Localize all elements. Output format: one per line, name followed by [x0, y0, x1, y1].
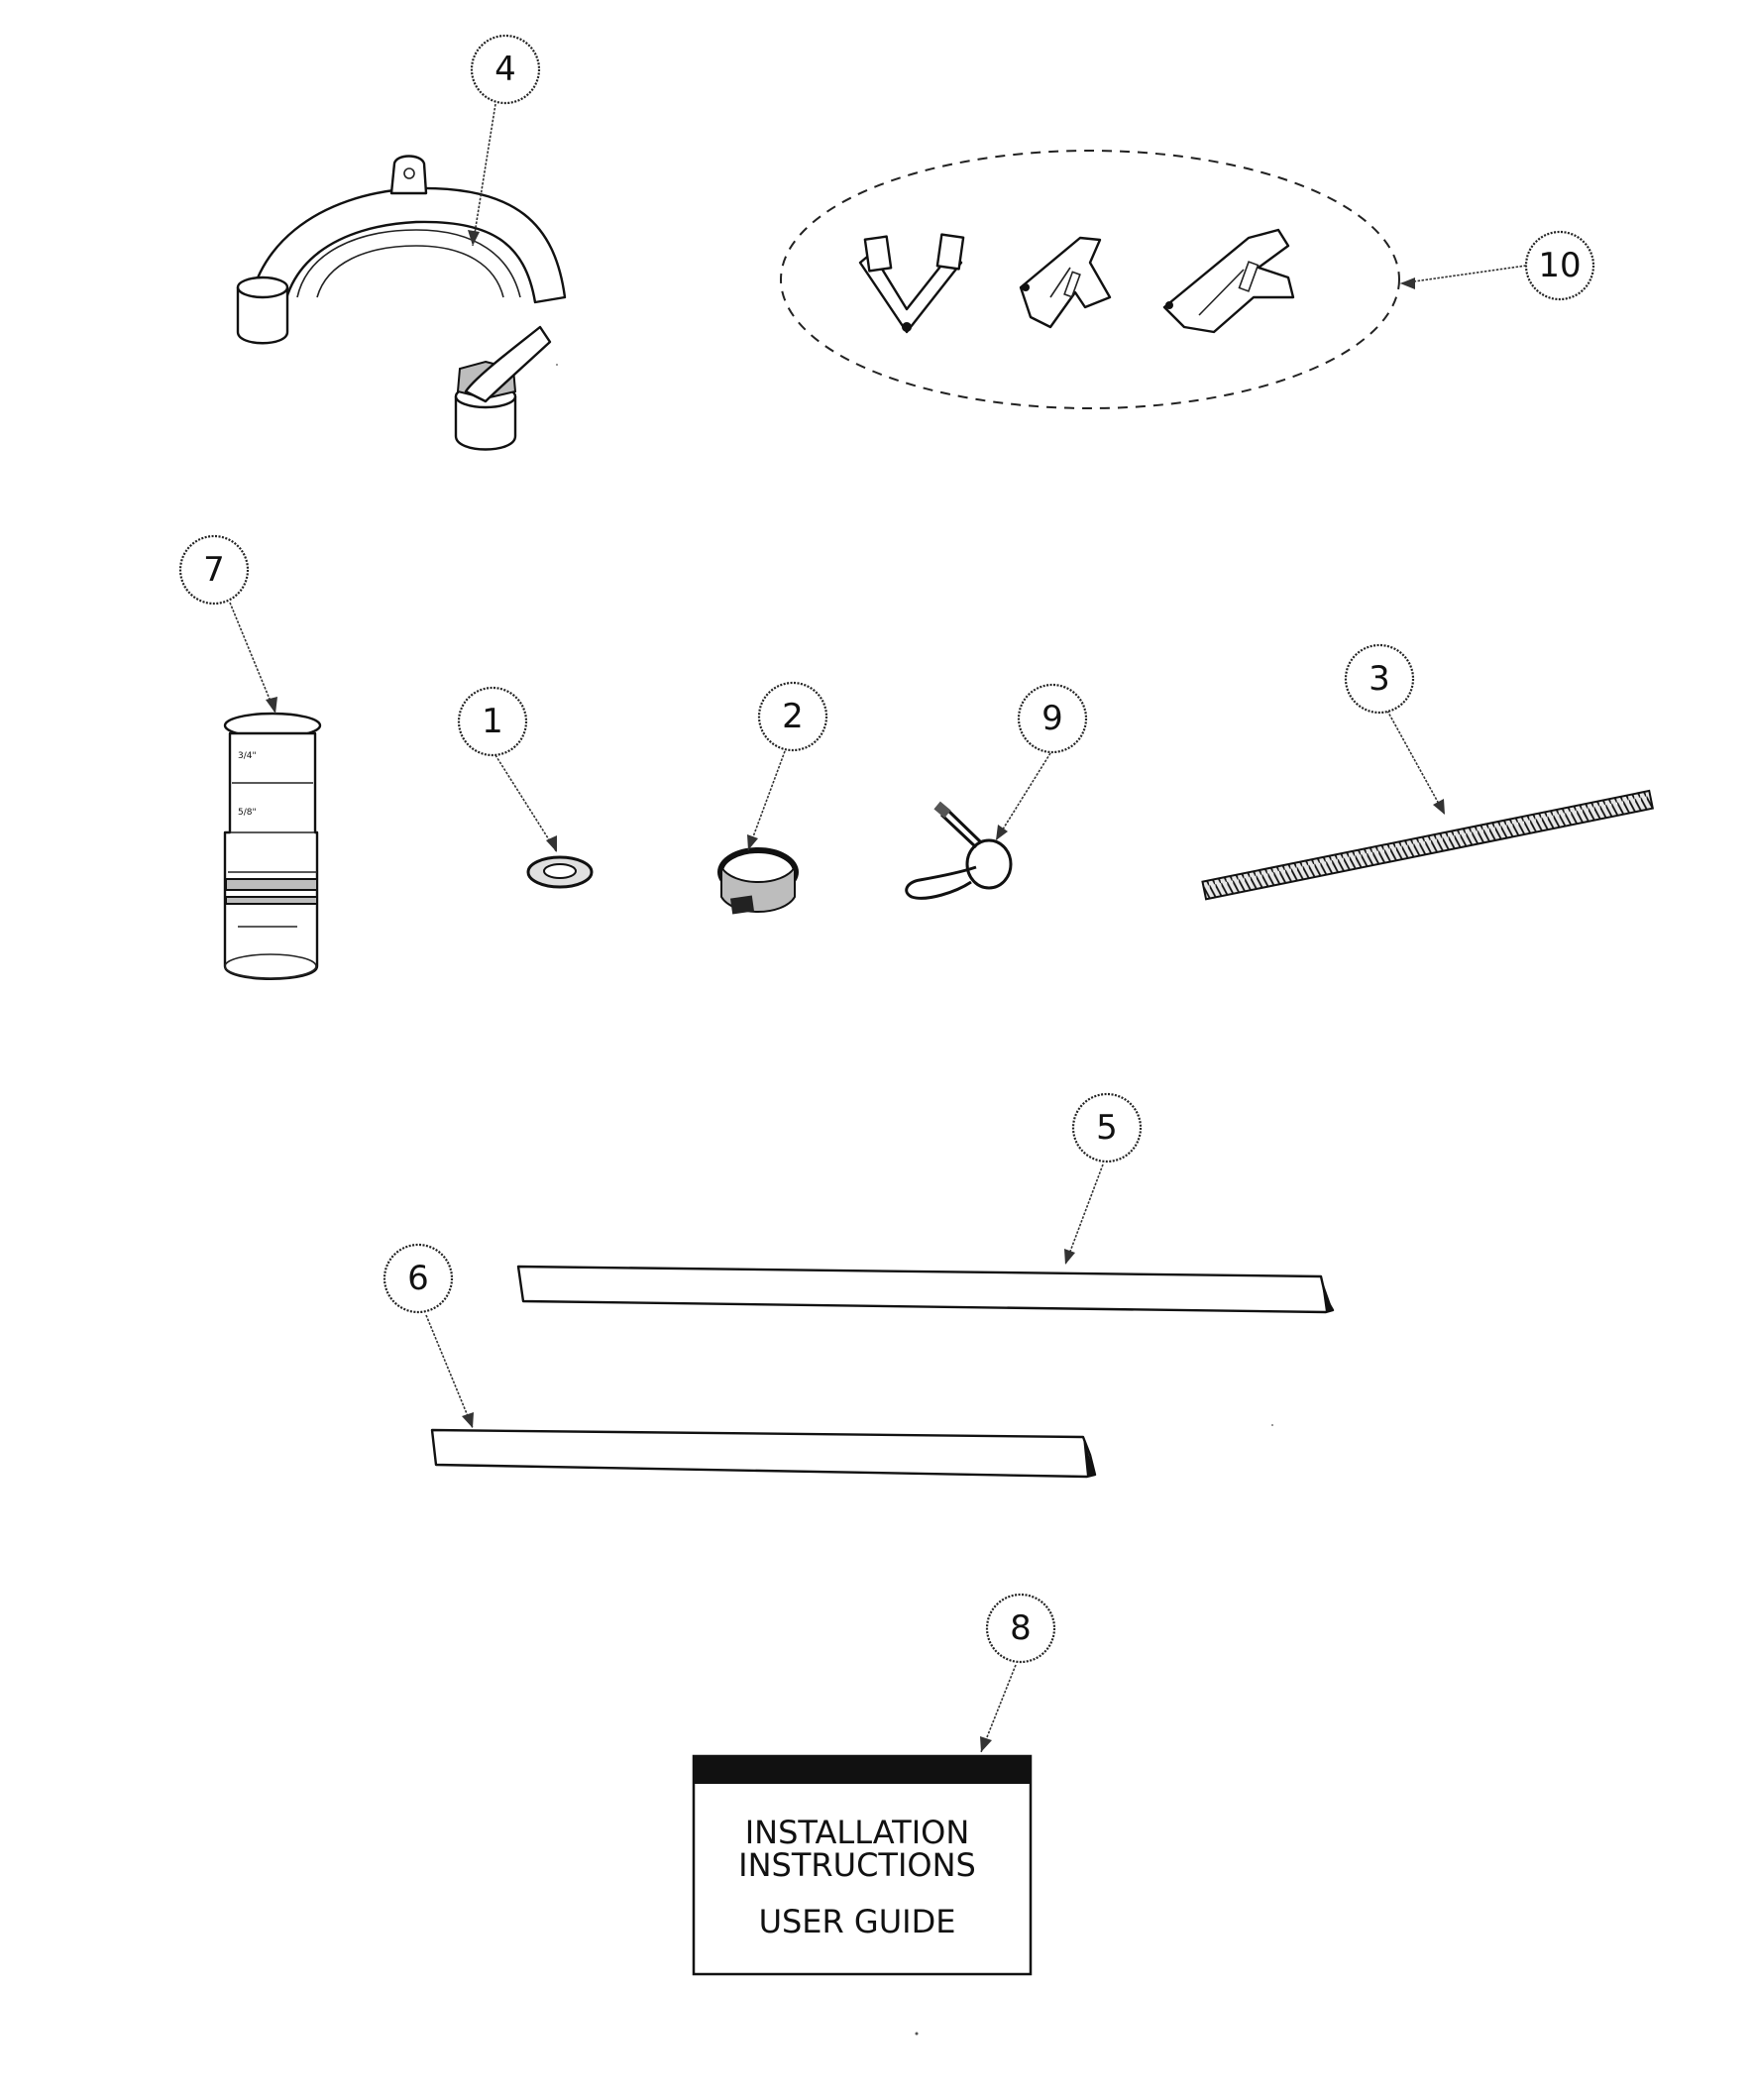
leader-3 — [1386, 710, 1446, 816]
part-3-threaded-rod — [1201, 789, 1655, 901]
manual-line-2: INSTRUCTIONS — [738, 1846, 976, 1884]
part-10-bracket-v — [858, 233, 965, 334]
callout-10: 10 — [1524, 230, 1595, 301]
part-7-stepped-adapter: 3/4" 5/8" — [223, 712, 322, 980]
adapter-mark-top: 3/4" — [238, 751, 257, 761]
part-8-installation-manual: INSTALLATION INSTRUCTIONS USER GUIDE — [692, 1754, 1033, 1976]
part-10-bracket-c-small — [1019, 236, 1112, 329]
leader-4 — [472, 103, 496, 247]
part-4-saddle-clamp — [236, 155, 567, 451]
leader-6 — [425, 1314, 474, 1429]
callout-9: 9 — [1017, 683, 1088, 754]
callout-7-label: 7 — [203, 550, 225, 590]
leader-5 — [1064, 1163, 1104, 1266]
callout-6-label: 6 — [407, 1259, 429, 1298]
part-1-washer — [526, 855, 594, 889]
adapter-mark-middle: 5/8" — [238, 808, 257, 818]
part-10-grouping-ellipse — [780, 150, 1400, 409]
leader-lines — [229, 103, 1527, 1753]
callout-6: 6 — [383, 1243, 454, 1314]
part-5-long-strip — [516, 1265, 1335, 1314]
part-9-spring-clip — [905, 801, 1013, 900]
part-10-bracket-set — [780, 150, 1400, 409]
callout-7: 7 — [178, 534, 250, 606]
leader-2 — [747, 750, 786, 851]
callout-2: 2 — [757, 681, 828, 752]
leader-10 — [1399, 265, 1527, 284]
callout-2-label: 2 — [782, 697, 804, 736]
callout-3: 3 — [1344, 643, 1415, 715]
callout-5-label: 5 — [1096, 1108, 1118, 1148]
leader-1 — [494, 754, 558, 853]
leader-9 — [995, 752, 1051, 841]
callout-5: 5 — [1071, 1092, 1143, 1163]
manual-line-1: INSTALLATION — [745, 1814, 970, 1851]
callout-1: 1 — [457, 686, 528, 757]
manual-line-3: USER GUIDE — [759, 1903, 956, 1940]
part-10-bracket-c-large — [1162, 228, 1295, 334]
callout-3-label: 3 — [1369, 659, 1390, 699]
callout-1-label: 1 — [482, 702, 503, 741]
part-2-hose-clamp — [717, 847, 799, 915]
callout-10-label: 10 — [1538, 246, 1581, 285]
callout-4-label: 4 — [494, 50, 516, 89]
callout-8-label: 8 — [1010, 1608, 1032, 1648]
callout-4: 4 — [470, 34, 541, 105]
callout-8: 8 — [985, 1593, 1056, 1664]
part-6-short-strip — [430, 1428, 1097, 1479]
callout-9-label: 9 — [1041, 699, 1063, 738]
leader-7 — [229, 602, 276, 715]
